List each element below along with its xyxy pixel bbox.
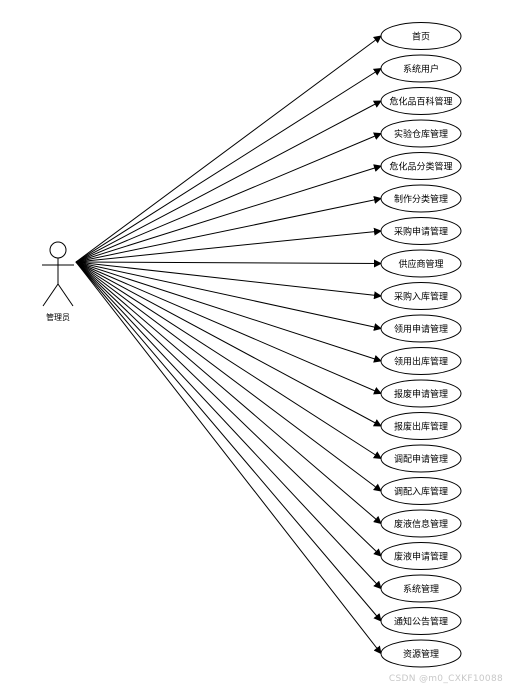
use-case: 领用出库管理 (380, 347, 462, 375)
use-case: 系统管理 (380, 574, 462, 603)
use-case-label: 实验仓库管理 (394, 128, 448, 140)
use-case-ellipse (380, 282, 462, 310)
association-line (75, 259, 382, 268)
use-case-ellipse (380, 119, 462, 148)
use-case-ellipse (380, 54, 462, 83)
use-case-label: 通知公告管理 (394, 616, 448, 628)
use-case-label: 资源管理 (403, 648, 439, 660)
association-line (75, 261, 382, 300)
association-line (75, 261, 382, 395)
use-case-ellipse (380, 379, 462, 408)
use-case-ellipse (380, 574, 462, 603)
use-case-ellipse (380, 87, 462, 115)
use-case: 供应商管理 (380, 249, 462, 278)
use-case-label: 废液信息管理 (394, 518, 448, 530)
association-line (75, 261, 382, 460)
use-case: 调配申请管理 (380, 444, 462, 473)
association-line (75, 261, 382, 492)
use-case-label: 领用申请管理 (394, 323, 448, 335)
use-case-label: 废液申请管理 (394, 551, 448, 563)
use-case: 调配入库管理 (380, 477, 462, 505)
use-case-label: 危化品百科管理 (389, 96, 452, 108)
use-case-label: 报废申请管理 (394, 388, 448, 400)
association-line (75, 261, 382, 331)
association-line (75, 261, 382, 590)
use-case-label: 报废出库管理 (394, 421, 448, 433)
use-case-label: 首页 (412, 31, 430, 43)
use-case: 实验仓库管理 (380, 119, 462, 148)
association-line (75, 100, 382, 263)
use-case: 制作分类管理 (380, 184, 462, 213)
association-line (75, 67, 382, 263)
association-line (75, 164, 382, 263)
use-case: 危化品百科管理 (380, 87, 462, 115)
association-lines (75, 35, 382, 655)
use-case-label: 采购申请管理 (394, 226, 448, 238)
use-case-ellipse (380, 217, 462, 245)
use-case-label: 系统管理 (403, 583, 439, 595)
association-line (75, 261, 382, 525)
use-case: 废液信息管理 (380, 509, 462, 538)
actor-left-leg (42, 283, 59, 307)
use-case-ellipse (380, 444, 462, 473)
use-case: 危化品分类管理 (380, 152, 462, 180)
association-line (75, 196, 382, 263)
use-case: 资源管理 (380, 639, 462, 668)
use-case-label: 调配入库管理 (394, 486, 448, 498)
use-case-ellipse (380, 249, 462, 278)
use-case-ellipse (380, 347, 462, 375)
watermark: CSDN @m0_CXKF10088 (388, 674, 503, 684)
use-case-label: 系统用户 (403, 63, 439, 75)
use-case: 通知公告管理 (380, 607, 462, 635)
use-case-ellipse (380, 509, 462, 538)
use-case-ellipse (380, 184, 462, 213)
association-line (75, 261, 382, 655)
use-case-ellipse (380, 22, 462, 50)
use-case-ellipse (380, 412, 462, 440)
use-case-label: 调配申请管理 (394, 453, 448, 465)
use-case: 系统用户 (380, 54, 462, 83)
use-case-label: 采购入库管理 (394, 291, 448, 303)
association-line (75, 132, 382, 263)
use-case-label: 制作分类管理 (394, 193, 448, 205)
association-line (75, 35, 382, 263)
use-case-ellipse (380, 542, 462, 570)
actor-admin: 管理员 (42, 241, 74, 322)
use-case-ellipse (380, 639, 462, 668)
use-case-ellipse (380, 607, 462, 635)
association-line (75, 261, 382, 363)
association-line (75, 227, 382, 263)
use-case-label: 危化品分类管理 (389, 161, 452, 173)
use-case-label: 领用出库管理 (394, 356, 448, 368)
actor-label: 管理员 (46, 312, 70, 322)
use-case-ellipse (380, 314, 462, 343)
actor-head (49, 241, 67, 259)
association-line (75, 261, 382, 557)
use-case-list: 首页系统用户危化品百科管理实验仓库管理危化品分类管理制作分类管理采购申请管理供应… (380, 22, 462, 668)
use-case: 废液申请管理 (380, 542, 462, 570)
association-line (75, 261, 382, 622)
use-case: 报废申请管理 (380, 379, 462, 408)
use-case: 首页 (380, 22, 462, 50)
use-case: 采购入库管理 (380, 282, 462, 310)
use-case-ellipse (380, 152, 462, 180)
actor-right-leg (57, 283, 74, 307)
use-case: 领用申请管理 (380, 314, 462, 343)
use-case: 采购申请管理 (380, 217, 462, 245)
use-case: 报废出库管理 (380, 412, 462, 440)
use-case-label: 供应商管理 (398, 258, 443, 270)
association-line (75, 261, 382, 427)
use-case-ellipse (380, 477, 462, 505)
